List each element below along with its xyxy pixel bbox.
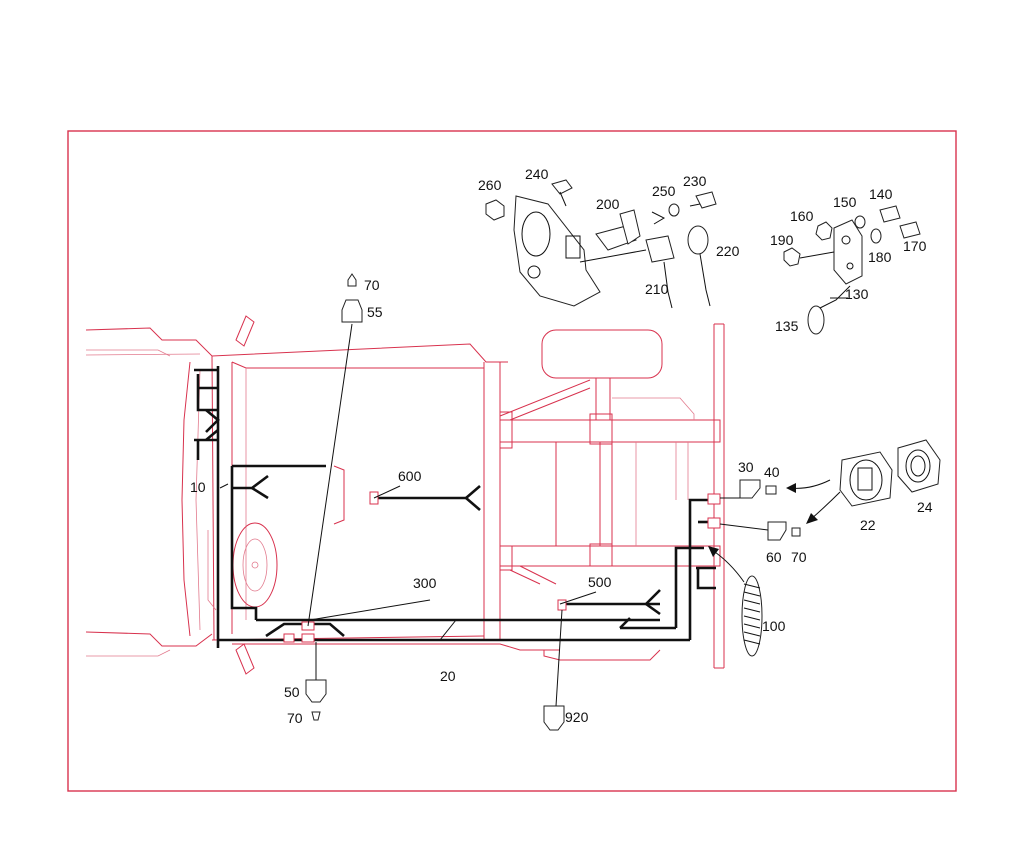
label-70-right: 70 <box>791 549 807 565</box>
label-100: 100 <box>762 618 786 634</box>
label-40: 40 <box>764 464 780 480</box>
label-920: 920 <box>565 709 589 725</box>
label-500: 500 <box>588 574 612 590</box>
label-70-top: 70 <box>364 277 380 293</box>
label-140: 140 <box>869 186 893 202</box>
label-24: 24 <box>917 499 933 515</box>
label-30: 30 <box>738 459 754 475</box>
hitch-plate-group <box>485 179 717 309</box>
label-230: 230 <box>683 173 707 189</box>
label-50: 50 <box>284 684 300 700</box>
label-210: 210 <box>645 281 669 297</box>
label-300: 300 <box>413 575 437 591</box>
label-10: 10 <box>190 479 206 495</box>
wiring-harness <box>194 366 716 648</box>
label-55: 55 <box>367 304 383 320</box>
label-160: 160 <box>790 208 814 224</box>
label-180: 180 <box>868 249 892 265</box>
label-150: 150 <box>833 194 857 210</box>
part-labels: 260 240 250 230 200 220 210 140 150 160 … <box>190 166 933 726</box>
label-250: 250 <box>652 183 676 199</box>
socket-parts <box>839 439 941 507</box>
connectors <box>219 273 841 731</box>
label-135: 135 <box>775 318 799 334</box>
label-600: 600 <box>398 468 422 484</box>
label-leaders <box>309 297 848 641</box>
label-130: 130 <box>845 286 869 302</box>
label-60: 60 <box>766 549 782 565</box>
diagram-frame <box>67 130 957 792</box>
bracket-group <box>783 205 921 335</box>
label-20: 20 <box>440 668 456 684</box>
label-260: 260 <box>478 177 502 193</box>
label-190: 190 <box>770 232 794 248</box>
label-70-bottom: 70 <box>287 710 303 726</box>
label-240: 240 <box>525 166 549 182</box>
label-220: 220 <box>716 243 740 259</box>
label-170: 170 <box>903 238 927 254</box>
label-22: 22 <box>860 517 876 533</box>
label-200: 200 <box>596 196 620 212</box>
